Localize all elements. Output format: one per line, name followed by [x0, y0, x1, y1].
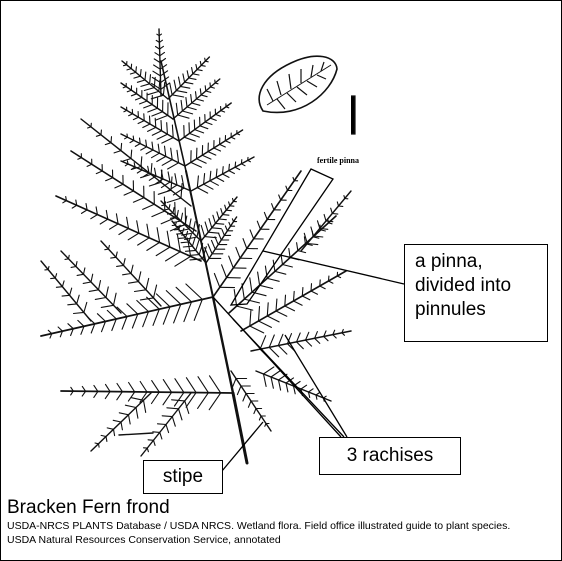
- pointer-lines: [213, 169, 404, 471]
- inset-label: fertile pinna: [317, 156, 359, 165]
- fertile-pinna-inset: fertile pinna: [259, 56, 359, 165]
- stipe-label: stipe: [143, 460, 223, 494]
- rachis-pointer-line-1: [213, 297, 341, 437]
- caption-title: Bracken Fern frond: [7, 497, 170, 519]
- rachises-label: 3 rachises: [319, 437, 461, 475]
- pinna-label: a pinna, divided into pinnules: [404, 244, 548, 342]
- stipe-pointer-line: [222, 422, 263, 471]
- rachis-pointer-line-2: [233, 319, 344, 437]
- caption-credit: USDA-NRCS PLANTS Database / USDA NRCS. W…: [7, 519, 527, 547]
